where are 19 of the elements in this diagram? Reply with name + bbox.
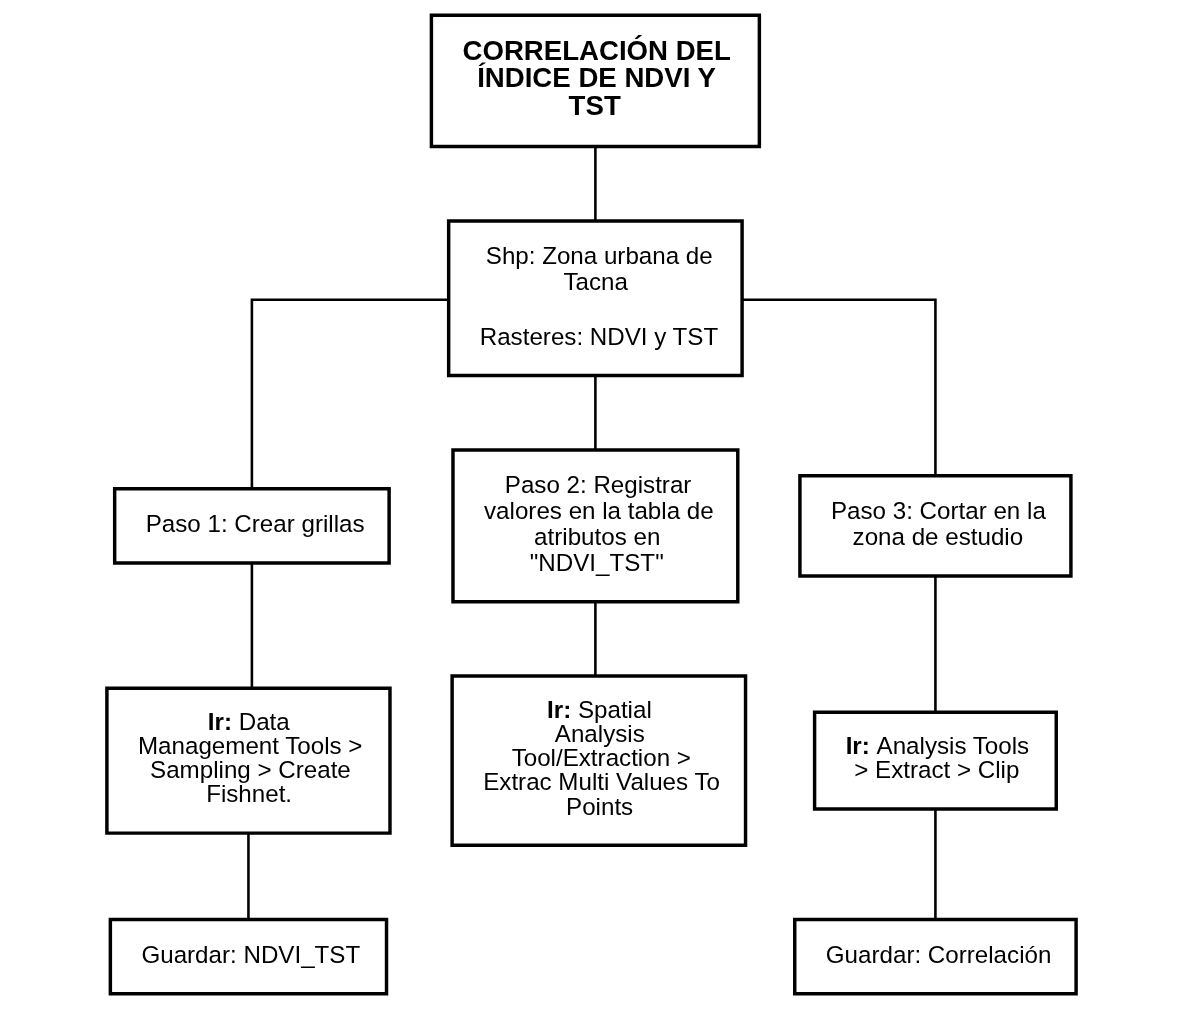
node-box: Paso 1: Crear grillas xyxy=(112,487,391,565)
connector xyxy=(250,563,253,689)
connector xyxy=(250,298,448,489)
node-box: Paso 2: Registrar valores en la tabla de atributos en "NDVI_TST" xyxy=(450,448,739,604)
connector xyxy=(933,576,937,712)
node-box: CORRELACIÓN DEL ÍNDICE DE NDVI Y TST xyxy=(429,13,761,149)
node-box: Ir: Spatial Analysis Tool/Extraction > Extrac Multi Values To Points xyxy=(449,674,747,847)
node-box: Ir: Data Management Tools > Sampling > Create Fishnet. xyxy=(104,686,392,835)
node-box: Shp: Zona urbana de Tacna Rasteres: NDVI y TST xyxy=(446,219,744,378)
connector xyxy=(246,833,250,920)
node-box: Paso 3: Cortar en la zona de estudio xyxy=(797,474,1073,578)
node-box: Ir: Analysis Tools > Extract > Clip xyxy=(812,710,1058,811)
connector xyxy=(742,298,937,476)
connector xyxy=(593,602,597,676)
node-box: Guardar: Correlación xyxy=(792,917,1078,996)
connector xyxy=(593,375,597,450)
node-box: Guardar: NDVI_TST xyxy=(108,917,388,996)
connector xyxy=(593,146,597,221)
connector xyxy=(933,809,937,920)
